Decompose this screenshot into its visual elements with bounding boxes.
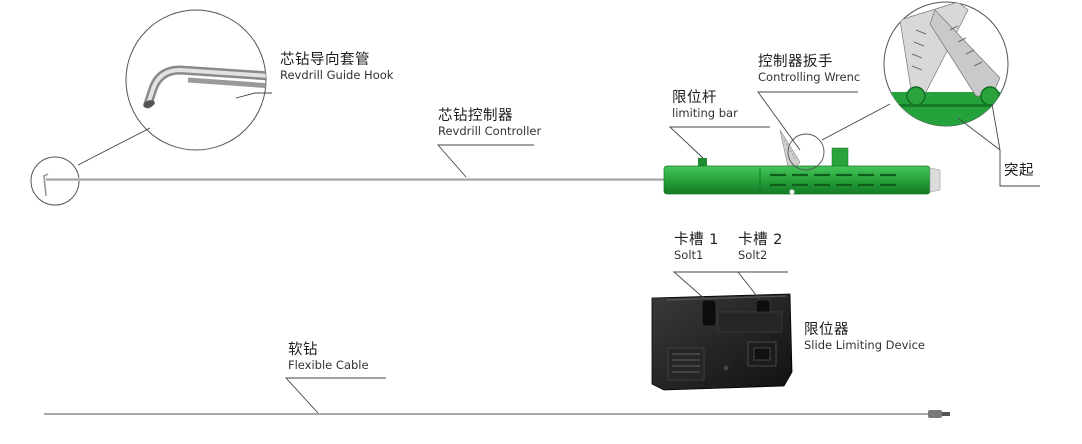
hook-tip — [43, 173, 49, 197]
leader-lines — [235, 91, 1040, 414]
label-limiter: 限位器 Slide Limiting Device — [804, 322, 925, 352]
leader-wrench — [757, 91, 858, 151]
protrusion-cn: 突起 — [1004, 163, 1034, 179]
slot-1 — [701, 299, 717, 327]
wrench-small-circle — [787, 133, 825, 171]
flexible-cable-wire — [44, 413, 930, 415]
controller-en: Revdrill Controller — [438, 123, 542, 138]
guide-hook-cn: 芯钻导向套管 — [280, 52, 370, 68]
guide-hook-en: Revdrill Guide Hook — [280, 67, 394, 82]
label-cable: 软钻 Flexible Cable — [288, 342, 369, 372]
limiting-bar-cn: 限位杆 — [672, 90, 717, 106]
leader-limiting-bar — [668, 126, 770, 159]
wrench-cn: 控制器扳手 — [758, 54, 833, 70]
label-wrench: 控制器扳手 Controlling Wrenc — [758, 54, 860, 84]
label-limiting-bar: 限位杆 limiting bar — [672, 90, 738, 120]
limiter-cn: 限位器 — [804, 322, 849, 338]
leader-cable — [284, 377, 386, 414]
limiting-bar-en: limiting bar — [672, 105, 738, 120]
leader-protrusion-2 — [991, 103, 1001, 151]
controller-rod — [46, 178, 668, 181]
cable-cn: 软钻 — [288, 342, 318, 358]
wrench-zoom-leader — [821, 103, 891, 141]
hook-tube-detail — [143, 65, 266, 109]
leader-slot2 — [737, 271, 788, 301]
limiter-en: Slide Limiting Device — [804, 337, 925, 352]
flexible-cable-tip — [928, 410, 942, 418]
label-controller: 芯钻控制器 Revdrill Controller — [438, 108, 541, 138]
controller-cn: 芯钻控制器 — [438, 108, 513, 124]
label-protrusion: 突起 — [1004, 163, 1034, 180]
cable-en: Flexible Cable — [288, 357, 369, 372]
label-guide-hook: 芯钻导向套管 Revdrill Guide Hook — [280, 52, 393, 82]
label-slot2: 卡槽 2 Solt2 — [738, 232, 783, 262]
label-slot1: 卡槽 1 Solt1 — [674, 232, 719, 262]
slot1-en: Solt1 — [674, 247, 704, 262]
controller-handle — [663, 129, 941, 195]
wrench-en: Controlling Wrenc — [758, 69, 861, 84]
leader-guide-hook — [235, 92, 272, 99]
leader-protrusion — [957, 117, 1040, 187]
slot2-cn: 卡槽 2 — [738, 232, 783, 248]
leader-slot1 — [672, 271, 738, 301]
slot1-cn: 卡槽 1 — [674, 232, 719, 248]
hook-zoom-leader — [77, 127, 151, 166]
slot2-en: Solt2 — [738, 247, 768, 262]
slide-limiting-device — [651, 293, 793, 391]
wrench-zoom — [883, 1, 1009, 127]
guide-hook-zoom — [125, 9, 267, 151]
leader-controller — [437, 144, 534, 178]
